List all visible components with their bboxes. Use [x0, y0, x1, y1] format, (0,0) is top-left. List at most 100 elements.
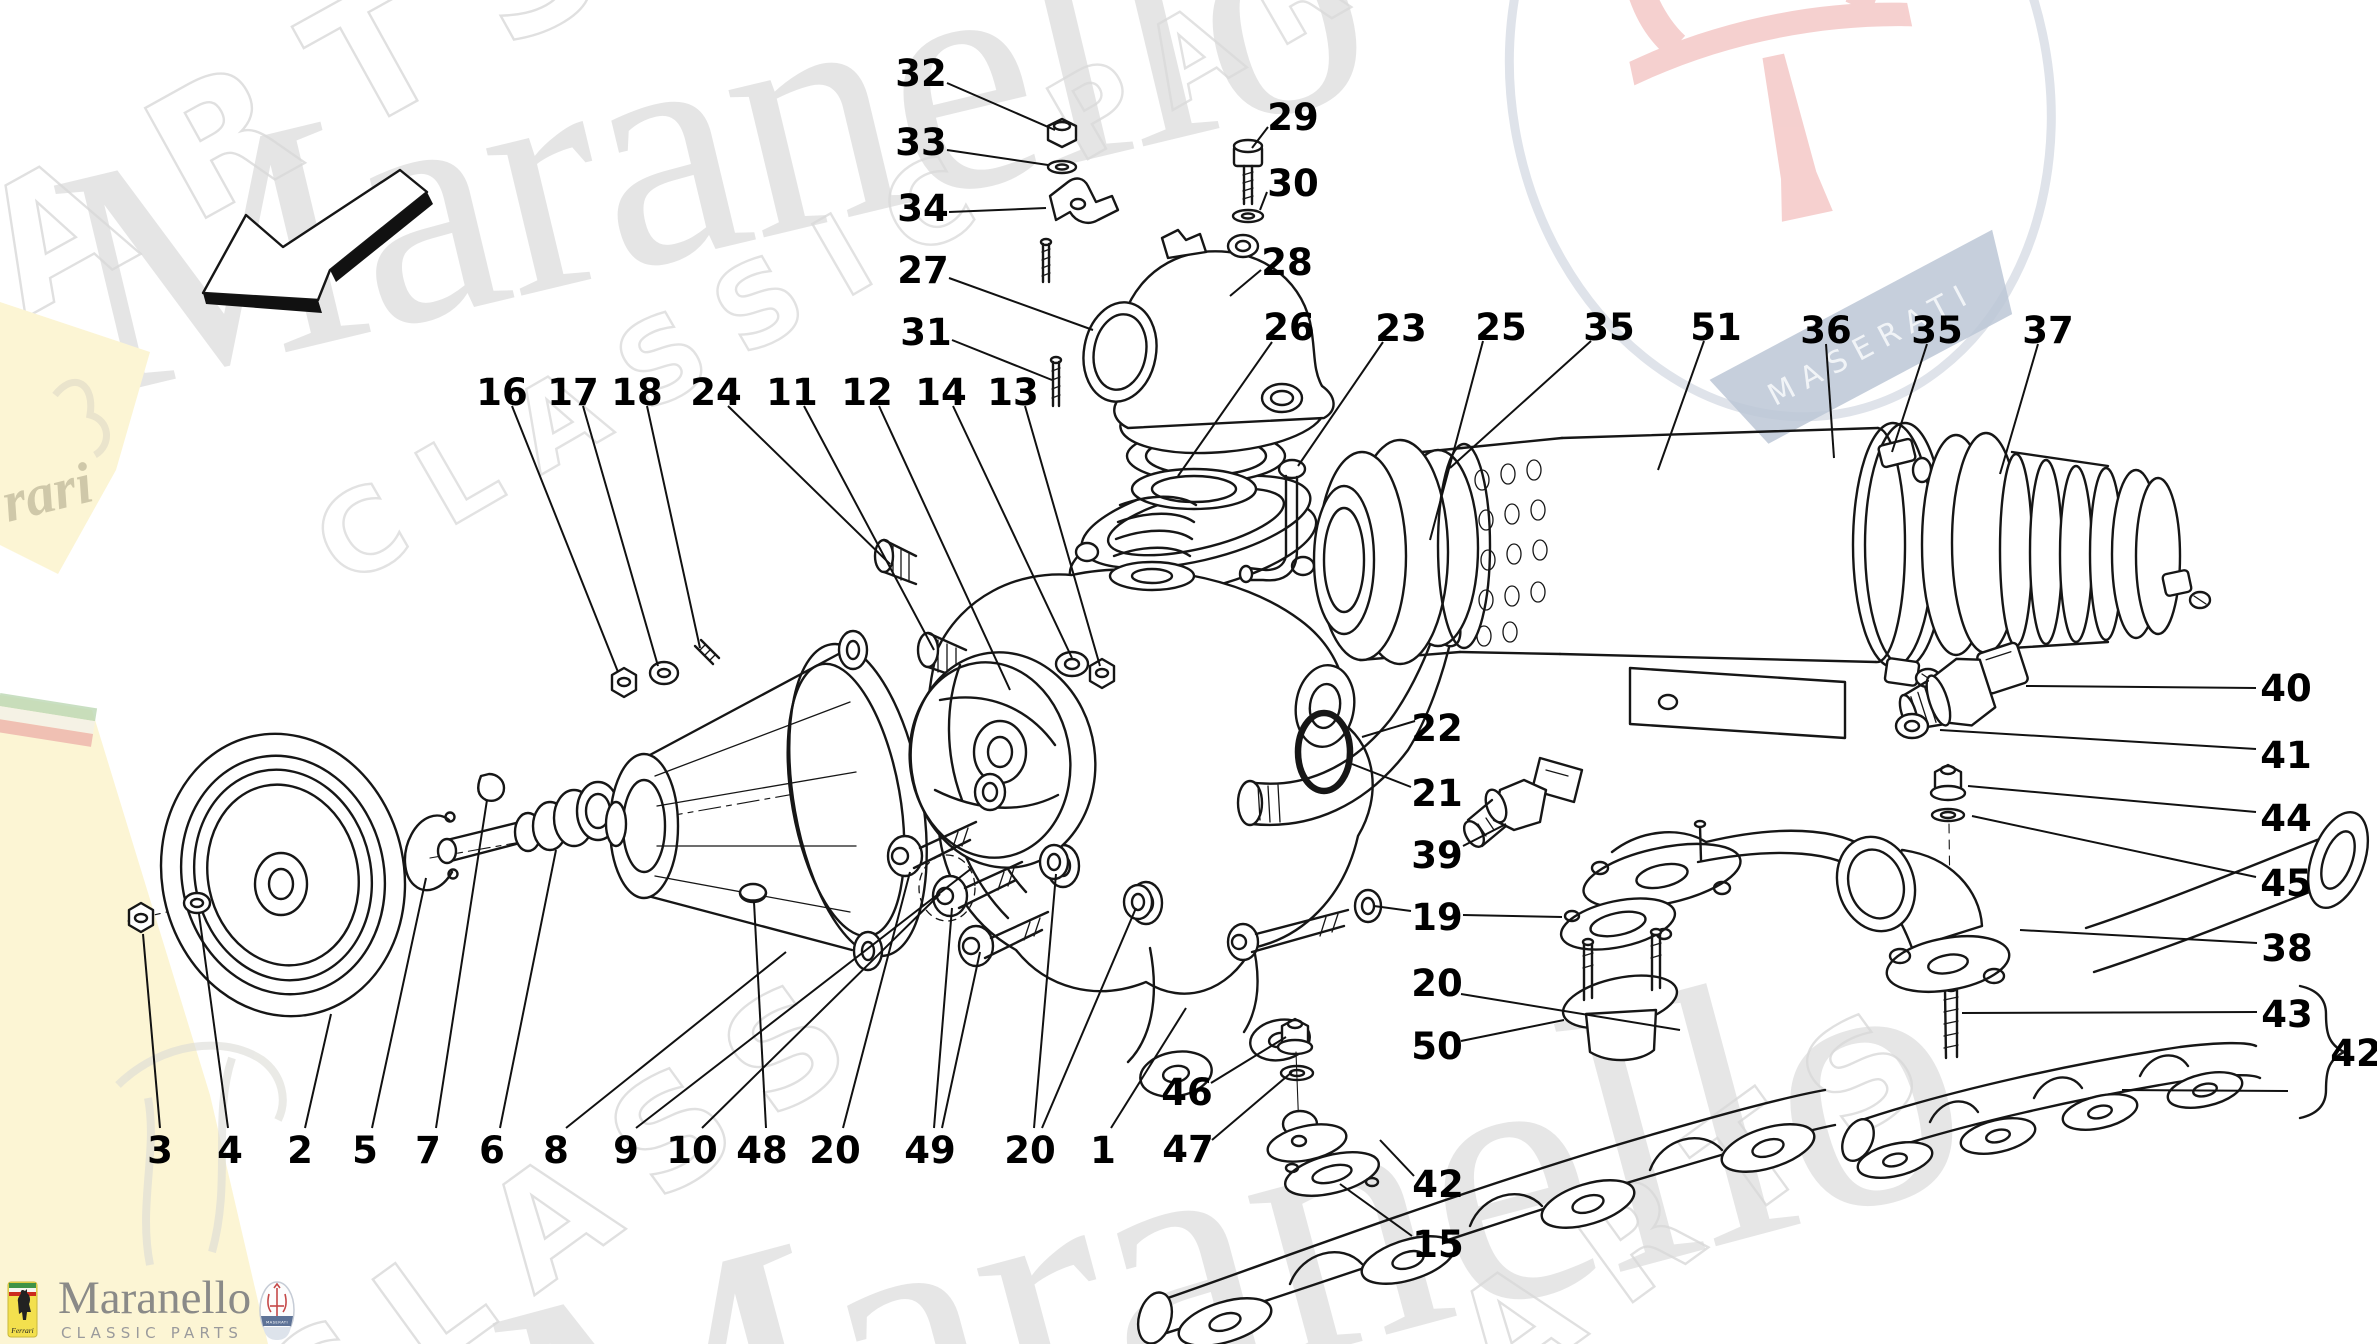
washer-20: [1122, 883, 1154, 921]
part-label-43: 43: [2261, 993, 2313, 1036]
part-label-20: 20: [809, 1129, 861, 1172]
part-label-44: 44: [2260, 797, 2312, 840]
socket-bolt: [931, 860, 1024, 918]
bleed-pipe-25: [1238, 458, 1307, 584]
leader-line-46: [1210, 1036, 1287, 1084]
artwork-layer: [127, 117, 2370, 1344]
gasket-15: [1283, 1151, 1381, 1197]
part-label-10: 10: [666, 1129, 718, 1172]
leader-line-25: [1429, 340, 1484, 541]
bolt-cluster: [886, 772, 1154, 968]
thermo-switch-39: [1462, 756, 1584, 848]
ferrari-badge-text: Ferrari: [10, 1326, 34, 1335]
impeller-9: [908, 651, 1097, 922]
leader-line-22: [1361, 720, 1416, 738]
part-label-11: 11: [766, 371, 818, 414]
thermostat-spring-23: [1112, 495, 1198, 558]
part-label-39: 39: [1411, 834, 1463, 877]
leader-line-19: [1373, 905, 1412, 912]
leader-line-42: [1379, 1139, 1415, 1177]
part-label-19: 19: [1411, 896, 1463, 939]
leader-line-7: [435, 799, 488, 1129]
maserati-badge: MASERATI: [259, 1281, 295, 1340]
washer-20: [973, 772, 1007, 812]
part-label-4: 4: [217, 1129, 243, 1172]
maserati-trident-icon: [267, 1282, 287, 1316]
grommet: [1226, 233, 1260, 259]
washer-20: [1038, 843, 1070, 881]
leader-line-29: [1251, 126, 1269, 149]
leader-line-40: [2025, 685, 2257, 689]
ferrari-badge: Ferrari: [7, 1281, 38, 1338]
part-label-23: 23: [1375, 307, 1427, 350]
part-label-25: 25: [1475, 306, 1527, 349]
leader-line-38: [2019, 929, 2258, 944]
leader-line-31: [951, 339, 1053, 381]
outlet-boss: [1294, 663, 1356, 749]
part-label-8: 8: [543, 1129, 569, 1172]
clamp-36: [1851, 421, 1947, 689]
leader-line-5: [371, 877, 427, 1129]
pulley-assembly: [127, 732, 407, 1018]
part-label-36: 36: [1800, 309, 1852, 352]
part-label-50: 50: [1411, 1025, 1463, 1068]
leader-line-10: [701, 893, 941, 1129]
nut-13: [1088, 657, 1116, 690]
part-label-41: 41: [2260, 734, 2312, 777]
leader-line-41: [1939, 729, 2257, 750]
pulley-hub: [253, 851, 309, 917]
part-label-49: 49: [904, 1129, 956, 1172]
part-label-48: 48: [736, 1129, 788, 1172]
part-label-6: 6: [479, 1129, 505, 1172]
leader-line-23: [1297, 341, 1384, 467]
logo-brand-text: Maranello: [58, 1272, 251, 1324]
leader-line-30: [1259, 191, 1268, 211]
leader-line-12: [878, 405, 1011, 691]
part-label-46: 46: [1161, 1071, 1213, 1114]
part-label-9: 9: [613, 1129, 639, 1172]
part-label-18: 18: [611, 371, 663, 414]
washer-14: [1054, 650, 1090, 678]
leader-line-4: [198, 913, 229, 1129]
part-label-5: 5: [352, 1129, 378, 1172]
leader-line-49: [933, 907, 953, 1129]
leader-line-9: [635, 867, 973, 1129]
stud-31: [1049, 355, 1063, 408]
o-ring-21: [1294, 709, 1354, 795]
part-label-12: 12: [841, 371, 893, 414]
part-label-40: 40: [2260, 667, 2312, 710]
shaft-bearing-assembly-6: [436, 772, 621, 865]
leader-line-24: [727, 405, 891, 565]
leader-line-44: [1967, 785, 2257, 813]
pivot-mount: [1266, 1109, 1348, 1163]
part-label-35: 35: [1911, 309, 1963, 352]
water-outlet-assembly: [1226, 810, 2370, 1062]
part-label-16: 16: [476, 371, 528, 414]
leader-line-1: [1110, 1007, 1187, 1129]
part-label-7: 7: [415, 1129, 441, 1172]
leader-line-32: [946, 82, 1056, 131]
prancing-horse-icon: [17, 1289, 31, 1320]
washer-45: [1930, 807, 1966, 823]
hose-37: [1998, 450, 2212, 650]
washer-41: [1894, 712, 1930, 740]
thermostat-cover-28: [1039, 117, 1335, 455]
washer-17: [648, 660, 680, 686]
leader-line-3: [142, 933, 161, 1129]
trident-icon: [1617, 0, 1913, 222]
logo-subtitle-text: CLASSIC PARTS: [61, 1324, 243, 1342]
direction-arrow: [201, 168, 433, 313]
key-7: [477, 772, 506, 802]
leader-line-49: [941, 951, 981, 1129]
leader-line-42: [2121, 1089, 2289, 1092]
nut-3: [127, 901, 155, 934]
footer-logo: Ferrari Maranello CLASSIC PARTS MASERATI: [7, 1272, 295, 1342]
part-label-42: 42: [2330, 1032, 2377, 1075]
part-label-38: 38: [2261, 927, 2313, 970]
washer-33: [1046, 159, 1078, 175]
leader-line-17: [582, 405, 659, 667]
leader-line-34: [948, 207, 1047, 213]
exhaust-manifold-left-42: [1136, 1017, 1837, 1344]
